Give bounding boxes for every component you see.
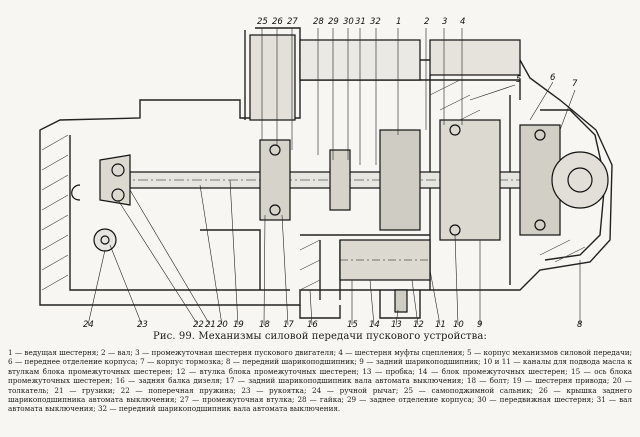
callout-29: 29 [328,17,339,27]
figure-caption-legend: 1 — ведущая шестерня; 2 — вал; 3 — проме… [8,348,632,414]
callout-12: 12 [413,320,424,330]
callout-24: 24 [83,320,94,330]
callout-25: 25 [257,17,268,27]
callout-22: 22 [193,320,204,330]
callout-10: 10 [453,320,464,330]
callout-2: 2 [424,17,429,27]
callout-19: 19 [233,320,244,330]
callout-1: 1 [396,17,401,27]
figure-caption-title: Рис. 99. Механизмы силовой передачи пуск… [153,331,487,342]
callout-23: 23 [137,320,148,330]
callout-31: 31 [355,17,366,27]
callout-5: 5 [516,75,521,85]
callout-16: 16 [307,320,318,330]
callout-6: 6 [550,73,556,83]
callout-13: 13 [391,320,402,330]
shaft-assembly [71,34,609,313]
callout-numbers-right: 5 6 7 [516,73,578,89]
callout-28: 28 [313,17,324,27]
callout-30: 30 [343,17,354,27]
callout-18: 18 [259,320,270,330]
callout-21: 21 [205,320,216,330]
callout-26: 26 [272,17,283,27]
mechanism-drawing: 25 26 27 28 29 30 31 32 1 2 3 4 5 6 7 24… [39,17,613,330]
callout-27: 27 [287,17,298,27]
hatching [41,79,586,291]
callout-20: 20 [217,320,228,330]
callout-17: 17 [283,320,294,330]
callout-3: 3 [442,17,447,27]
callout-9: 9 [477,320,482,330]
callout-numbers-bottom: 24 23 22 21 20 19 18 17 16 15 14 13 12 1… [83,320,583,330]
callout-7: 7 [572,79,578,89]
callout-14: 14 [369,320,380,330]
callout-8: 8 [577,320,583,330]
callout-numbers-top: 25 26 27 28 29 30 31 32 1 2 3 4 [257,17,465,27]
callout-15: 15 [347,320,358,330]
callout-4: 4 [460,17,465,27]
leader-lines [87,28,581,326]
callout-11: 11 [435,320,446,330]
callout-32: 32 [370,17,381,27]
